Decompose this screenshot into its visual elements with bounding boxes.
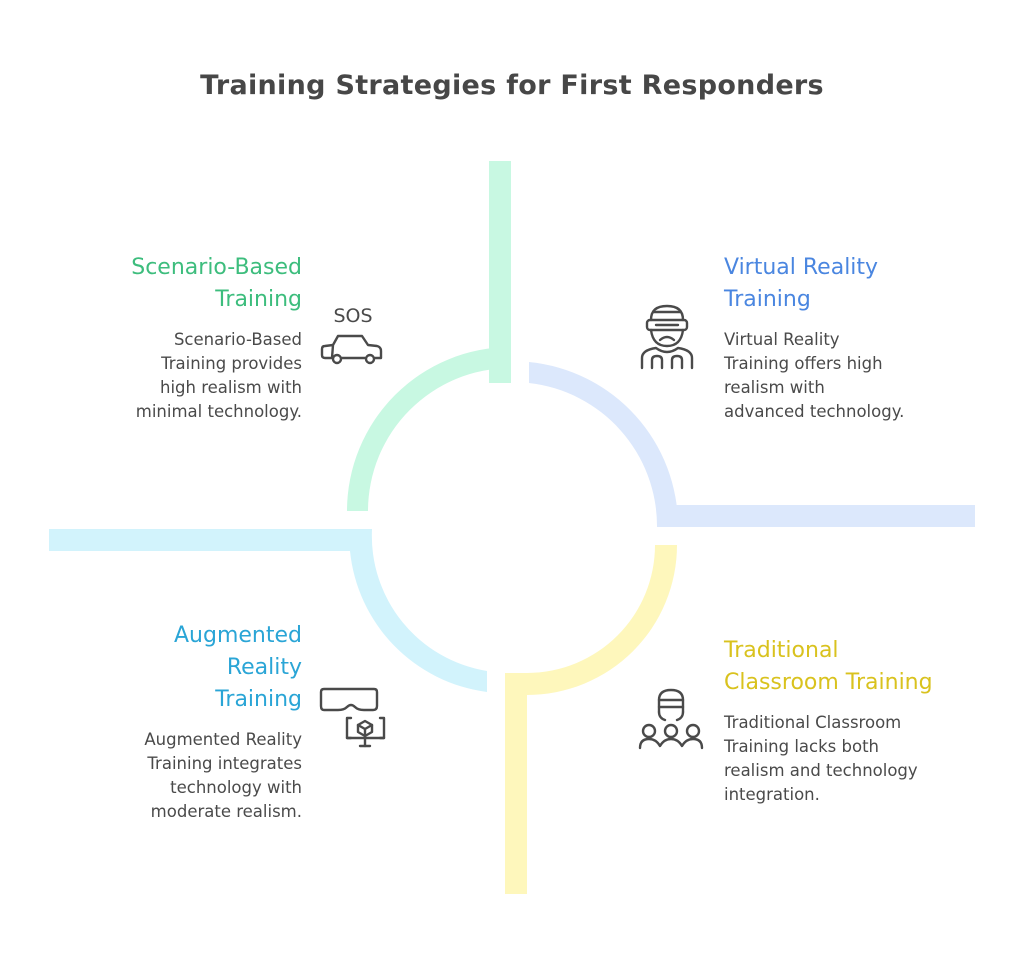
traditional-vertical-bar — [505, 673, 527, 894]
traditional-description: Traditional Classroom Training lacks bot… — [724, 711, 994, 807]
augmented-description-line: technology with — [170, 778, 302, 797]
scenario-description: Scenario-Based Training provides high re… — [42, 328, 302, 424]
augmented-description-line: Training integrates — [147, 754, 302, 773]
augmented-description-line: moderate realism. — [150, 802, 302, 821]
traditional-block: Traditional Classroom Training Tradition… — [724, 635, 994, 807]
augmented-block: Augmented Reality Training Augmented Rea… — [42, 620, 302, 824]
scenario-heading-line: Training — [215, 287, 302, 312]
svg-text:SOS: SOS — [333, 305, 372, 327]
virtual-description-line: advanced technology. — [724, 402, 905, 421]
virtual-description-line: realism with — [724, 378, 825, 397]
virtual-description: Virtual Reality Training offers high rea… — [724, 328, 984, 424]
scenario-description-line: Scenario-Based — [173, 330, 302, 349]
traditional-heading-line: Traditional — [724, 638, 839, 663]
traditional-arc — [505, 545, 677, 695]
augmented-heading-line: Training — [215, 687, 302, 712]
traditional-heading: Traditional Classroom Training — [724, 635, 994, 699]
scenario-description-line: high realism with — [160, 378, 302, 397]
augmented-horizontal-bar — [49, 529, 368, 551]
classroom-group-icon — [638, 686, 704, 752]
virtual-heading-line: Training — [724, 287, 811, 312]
traditional-description-line: integration. — [724, 785, 820, 804]
virtual-description-line: Virtual Reality — [724, 330, 840, 349]
virtual-horizontal-bar — [657, 505, 975, 527]
augmented-arc — [350, 529, 487, 692]
augmented-heading-line: Augmented — [174, 623, 302, 648]
traditional-heading-line: Classroom Training — [724, 670, 933, 695]
ar-headset-monitor-icon — [318, 686, 390, 754]
sos-car-icon: SOS — [318, 300, 388, 370]
diagram-title: Training Strategies for First Responders — [200, 70, 824, 101]
virtual-heading: Virtual Reality Training — [724, 252, 984, 316]
vr-headset-person-icon — [638, 302, 696, 370]
scenario-block: Scenario-Based Training Scenario-Based T… — [42, 252, 302, 424]
scenario-description-line: minimal technology. — [135, 402, 302, 421]
virtual-heading-line: Virtual Reality — [724, 255, 879, 280]
augmented-description-line: Augmented Reality — [144, 730, 302, 749]
scenario-vertical-bar — [489, 161, 511, 383]
scenario-heading: Scenario-Based Training — [42, 252, 302, 316]
traditional-description-line: Traditional Classroom — [724, 713, 902, 732]
augmented-description: Augmented Reality Training integrates te… — [42, 728, 302, 824]
virtual-block: Virtual Reality Training Virtual Reality… — [724, 252, 984, 424]
traditional-description-line: realism and technology — [724, 761, 918, 780]
scenario-arc — [347, 347, 511, 511]
virtual-arc — [529, 362, 679, 527]
virtual-description-line: Training offers high — [724, 354, 883, 373]
scenario-description-line: Training provides — [161, 354, 302, 373]
scenario-heading-line: Scenario-Based — [131, 255, 302, 280]
traditional-description-line: Training lacks both — [724, 737, 880, 756]
augmented-heading-line: Reality — [226, 655, 302, 680]
augmented-heading: Augmented Reality Training — [42, 620, 302, 716]
